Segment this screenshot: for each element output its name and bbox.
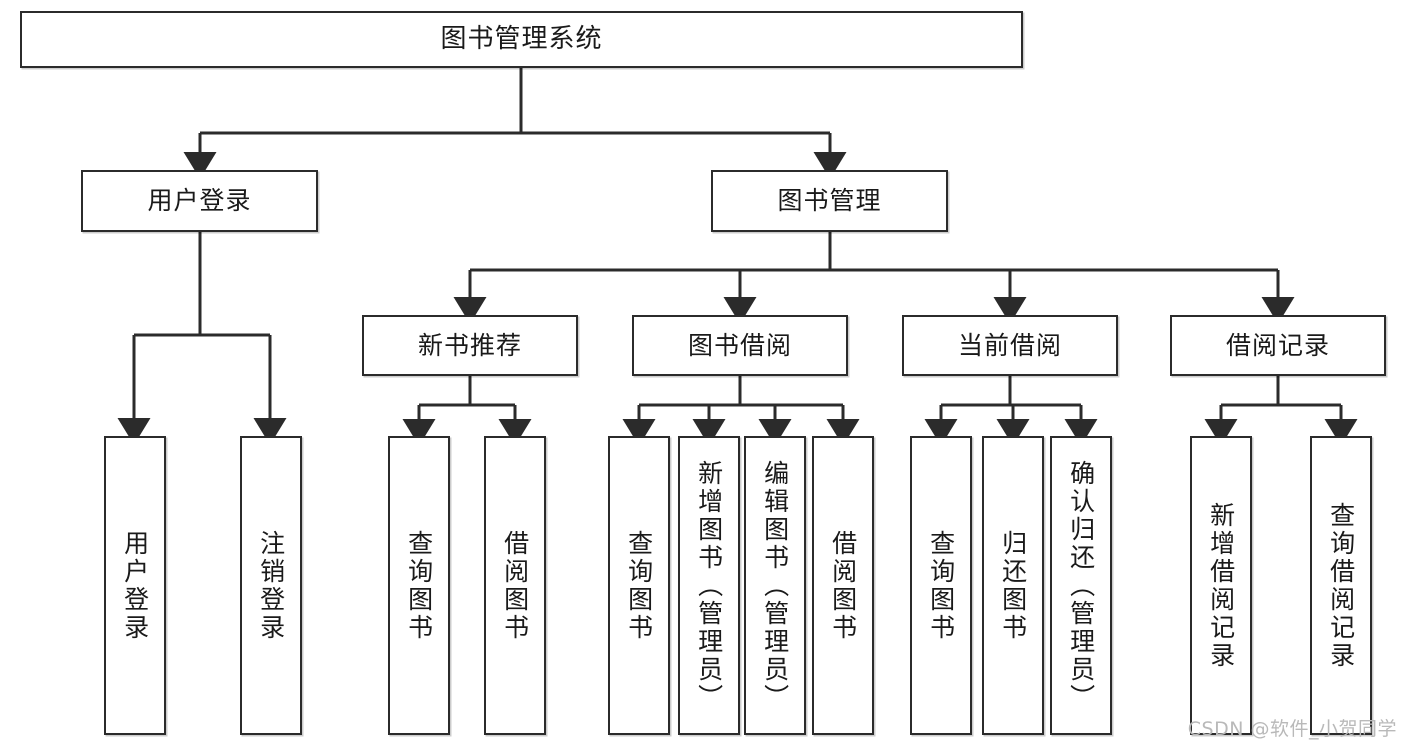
node-leaf-edit-book[interactable]: 编辑图书（管理员） [744, 436, 806, 735]
node-leaf-confirm-return-label: 确认归还（管理员） [1066, 459, 1096, 712]
node-leaf-return-book-label: 归还图书 [998, 529, 1028, 642]
node-root-label: 图书管理系统 [440, 24, 603, 55]
node-new-book-rec-label: 新书推荐 [417, 330, 522, 360]
node-leaf-add-book[interactable]: 新增图书（管理员） [678, 436, 740, 735]
edge-group-new-book-rec [402, 376, 532, 446]
node-leaf-borrow-book-2[interactable]: 借阅图书 [812, 436, 874, 735]
node-leaf-add-book-label: 新增图书（管理员） [694, 459, 724, 712]
edge-group-current-borrow [924, 376, 1098, 446]
edge-group-book-borrow [622, 376, 860, 446]
node-leaf-borrow-book-2-label: 借阅图书 [828, 529, 858, 642]
edge-group-user-login [117, 232, 287, 445]
edge-group-root [183, 68, 847, 179]
node-user-login[interactable]: 用户登录 [81, 170, 318, 232]
node-user-login-label: 用户登录 [147, 186, 252, 216]
node-leaf-query-book-1[interactable]: 查询图书 [388, 436, 450, 735]
node-book-manage[interactable]: 图书管理 [711, 170, 948, 232]
node-new-book-rec[interactable]: 新书推荐 [362, 315, 578, 376]
node-leaf-query-book-1-label: 查询图书 [404, 529, 434, 642]
node-leaf-add-record[interactable]: 新增借阅记录 [1190, 436, 1252, 735]
node-leaf-user-login-label: 用户登录 [120, 529, 150, 642]
node-leaf-borrow-book-1[interactable]: 借阅图书 [484, 436, 546, 735]
edge-group-borrow-record [1204, 376, 1358, 446]
node-leaf-query-book-3-label: 查询图书 [926, 529, 956, 642]
node-leaf-user-login[interactable]: 用户登录 [104, 436, 166, 735]
node-leaf-logout-label: 注销登录 [256, 529, 286, 642]
node-current-borrow-label: 当前借阅 [957, 330, 1062, 360]
node-book-manage-label: 图书管理 [777, 186, 882, 216]
node-leaf-query-record-label: 查询借阅记录 [1326, 501, 1356, 670]
node-current-borrow[interactable]: 当前借阅 [902, 315, 1118, 376]
node-leaf-logout[interactable]: 注销登录 [240, 436, 302, 735]
node-leaf-query-record[interactable]: 查询借阅记录 [1310, 436, 1372, 735]
node-leaf-add-record-label: 新增借阅记录 [1206, 501, 1236, 670]
node-borrow-record-label: 借阅记录 [1225, 330, 1330, 360]
node-book-borrow[interactable]: 图书借阅 [632, 315, 848, 376]
node-leaf-query-book-2-label: 查询图书 [624, 529, 654, 642]
node-borrow-record[interactable]: 借阅记录 [1170, 315, 1386, 376]
node-leaf-query-book-2[interactable]: 查询图书 [608, 436, 670, 735]
node-leaf-return-book[interactable]: 归还图书 [982, 436, 1044, 735]
edge-group-book-manage [453, 232, 1295, 324]
node-leaf-confirm-return[interactable]: 确认归还（管理员） [1050, 436, 1112, 735]
node-leaf-query-book-3[interactable]: 查询图书 [910, 436, 972, 735]
node-book-borrow-label: 图书借阅 [687, 330, 792, 360]
node-root[interactable]: 图书管理系统 [20, 11, 1023, 68]
node-leaf-borrow-book-1-label: 借阅图书 [500, 529, 530, 642]
watermark: CSDN @软件_小贺同学 [1187, 718, 1397, 740]
node-leaf-edit-book-label: 编辑图书（管理员） [760, 459, 790, 712]
